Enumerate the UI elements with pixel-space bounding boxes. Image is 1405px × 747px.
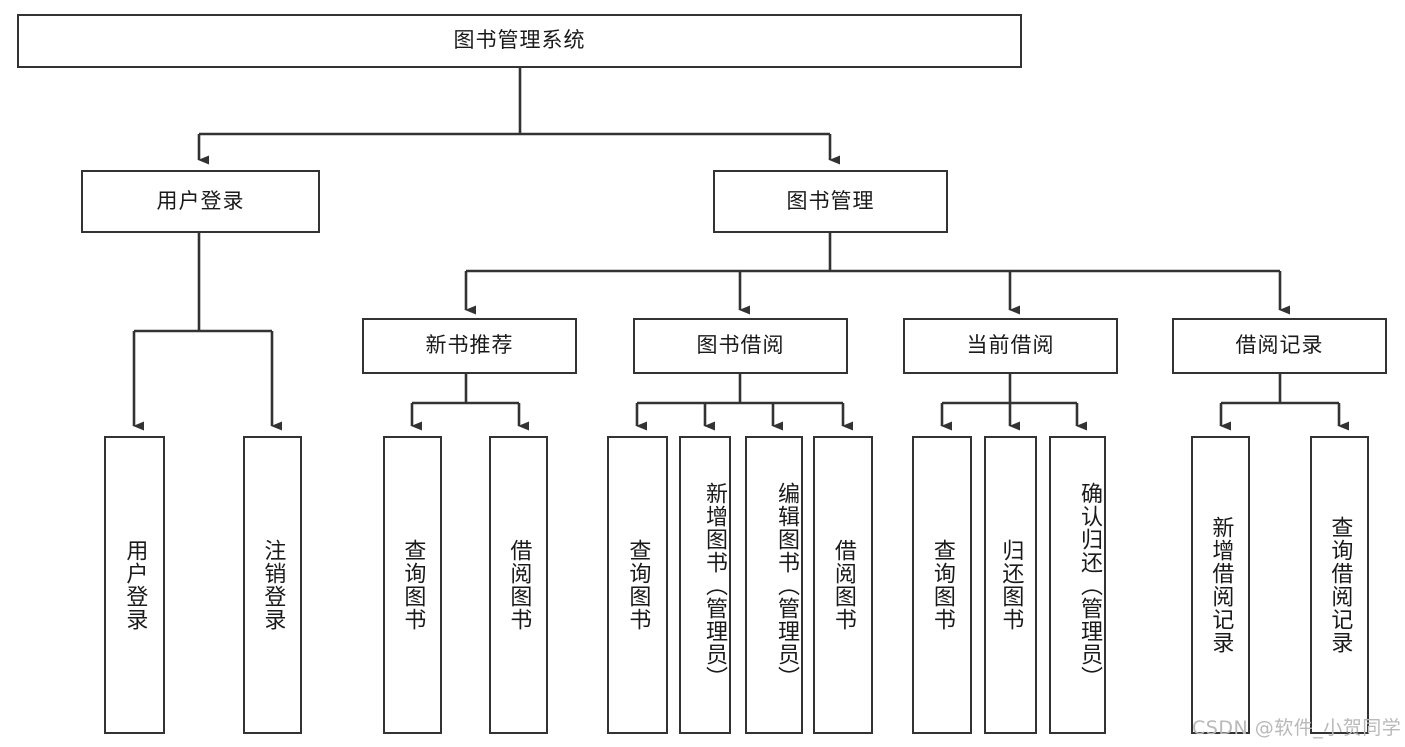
node-book-management[interactable]: 图书管理 xyxy=(713,170,948,233)
leaf-edit-book-admin[interactable]: 编辑图书（管理员） xyxy=(745,436,803,734)
leaf-return-book[interactable]: 归还图书 xyxy=(984,436,1037,734)
node-new-book-recommend[interactable]: 新书推荐 xyxy=(362,318,577,374)
leaf-query-book-borrow[interactable]: 查询图书 xyxy=(607,436,668,734)
leaf-add-book-admin[interactable]: 新增图书（管理员） xyxy=(679,436,731,734)
csdn-watermark: CSDN @软件_小贺同学 xyxy=(1192,717,1402,739)
leaf-user-login[interactable]: 用户登录 xyxy=(104,436,165,734)
node-root-book-management-system[interactable]: 图书管理系统 xyxy=(17,14,1022,68)
leaf-borrow-book-recommend[interactable]: 借阅图书 xyxy=(489,436,548,734)
leaf-query-book-current[interactable]: 查询图书 xyxy=(912,436,972,734)
leaf-query-book-recommend[interactable]: 查询图书 xyxy=(383,436,442,734)
leaf-user-logout[interactable]: 注销登录 xyxy=(243,436,302,734)
leaf-borrow-book[interactable]: 借阅图书 xyxy=(813,436,873,734)
node-current-borrow[interactable]: 当前借阅 xyxy=(903,318,1118,374)
leaf-add-borrow-record[interactable]: 新增借阅记录 xyxy=(1191,436,1250,734)
leaf-confirm-return-admin[interactable]: 确认归还（管理员） xyxy=(1049,436,1106,734)
node-borrow-record[interactable]: 借阅记录 xyxy=(1172,318,1387,374)
leaf-query-borrow-record[interactable]: 查询借阅记录 xyxy=(1310,436,1369,734)
node-book-borrow[interactable]: 图书借阅 xyxy=(633,318,848,374)
node-user-login[interactable]: 用户登录 xyxy=(81,170,320,233)
